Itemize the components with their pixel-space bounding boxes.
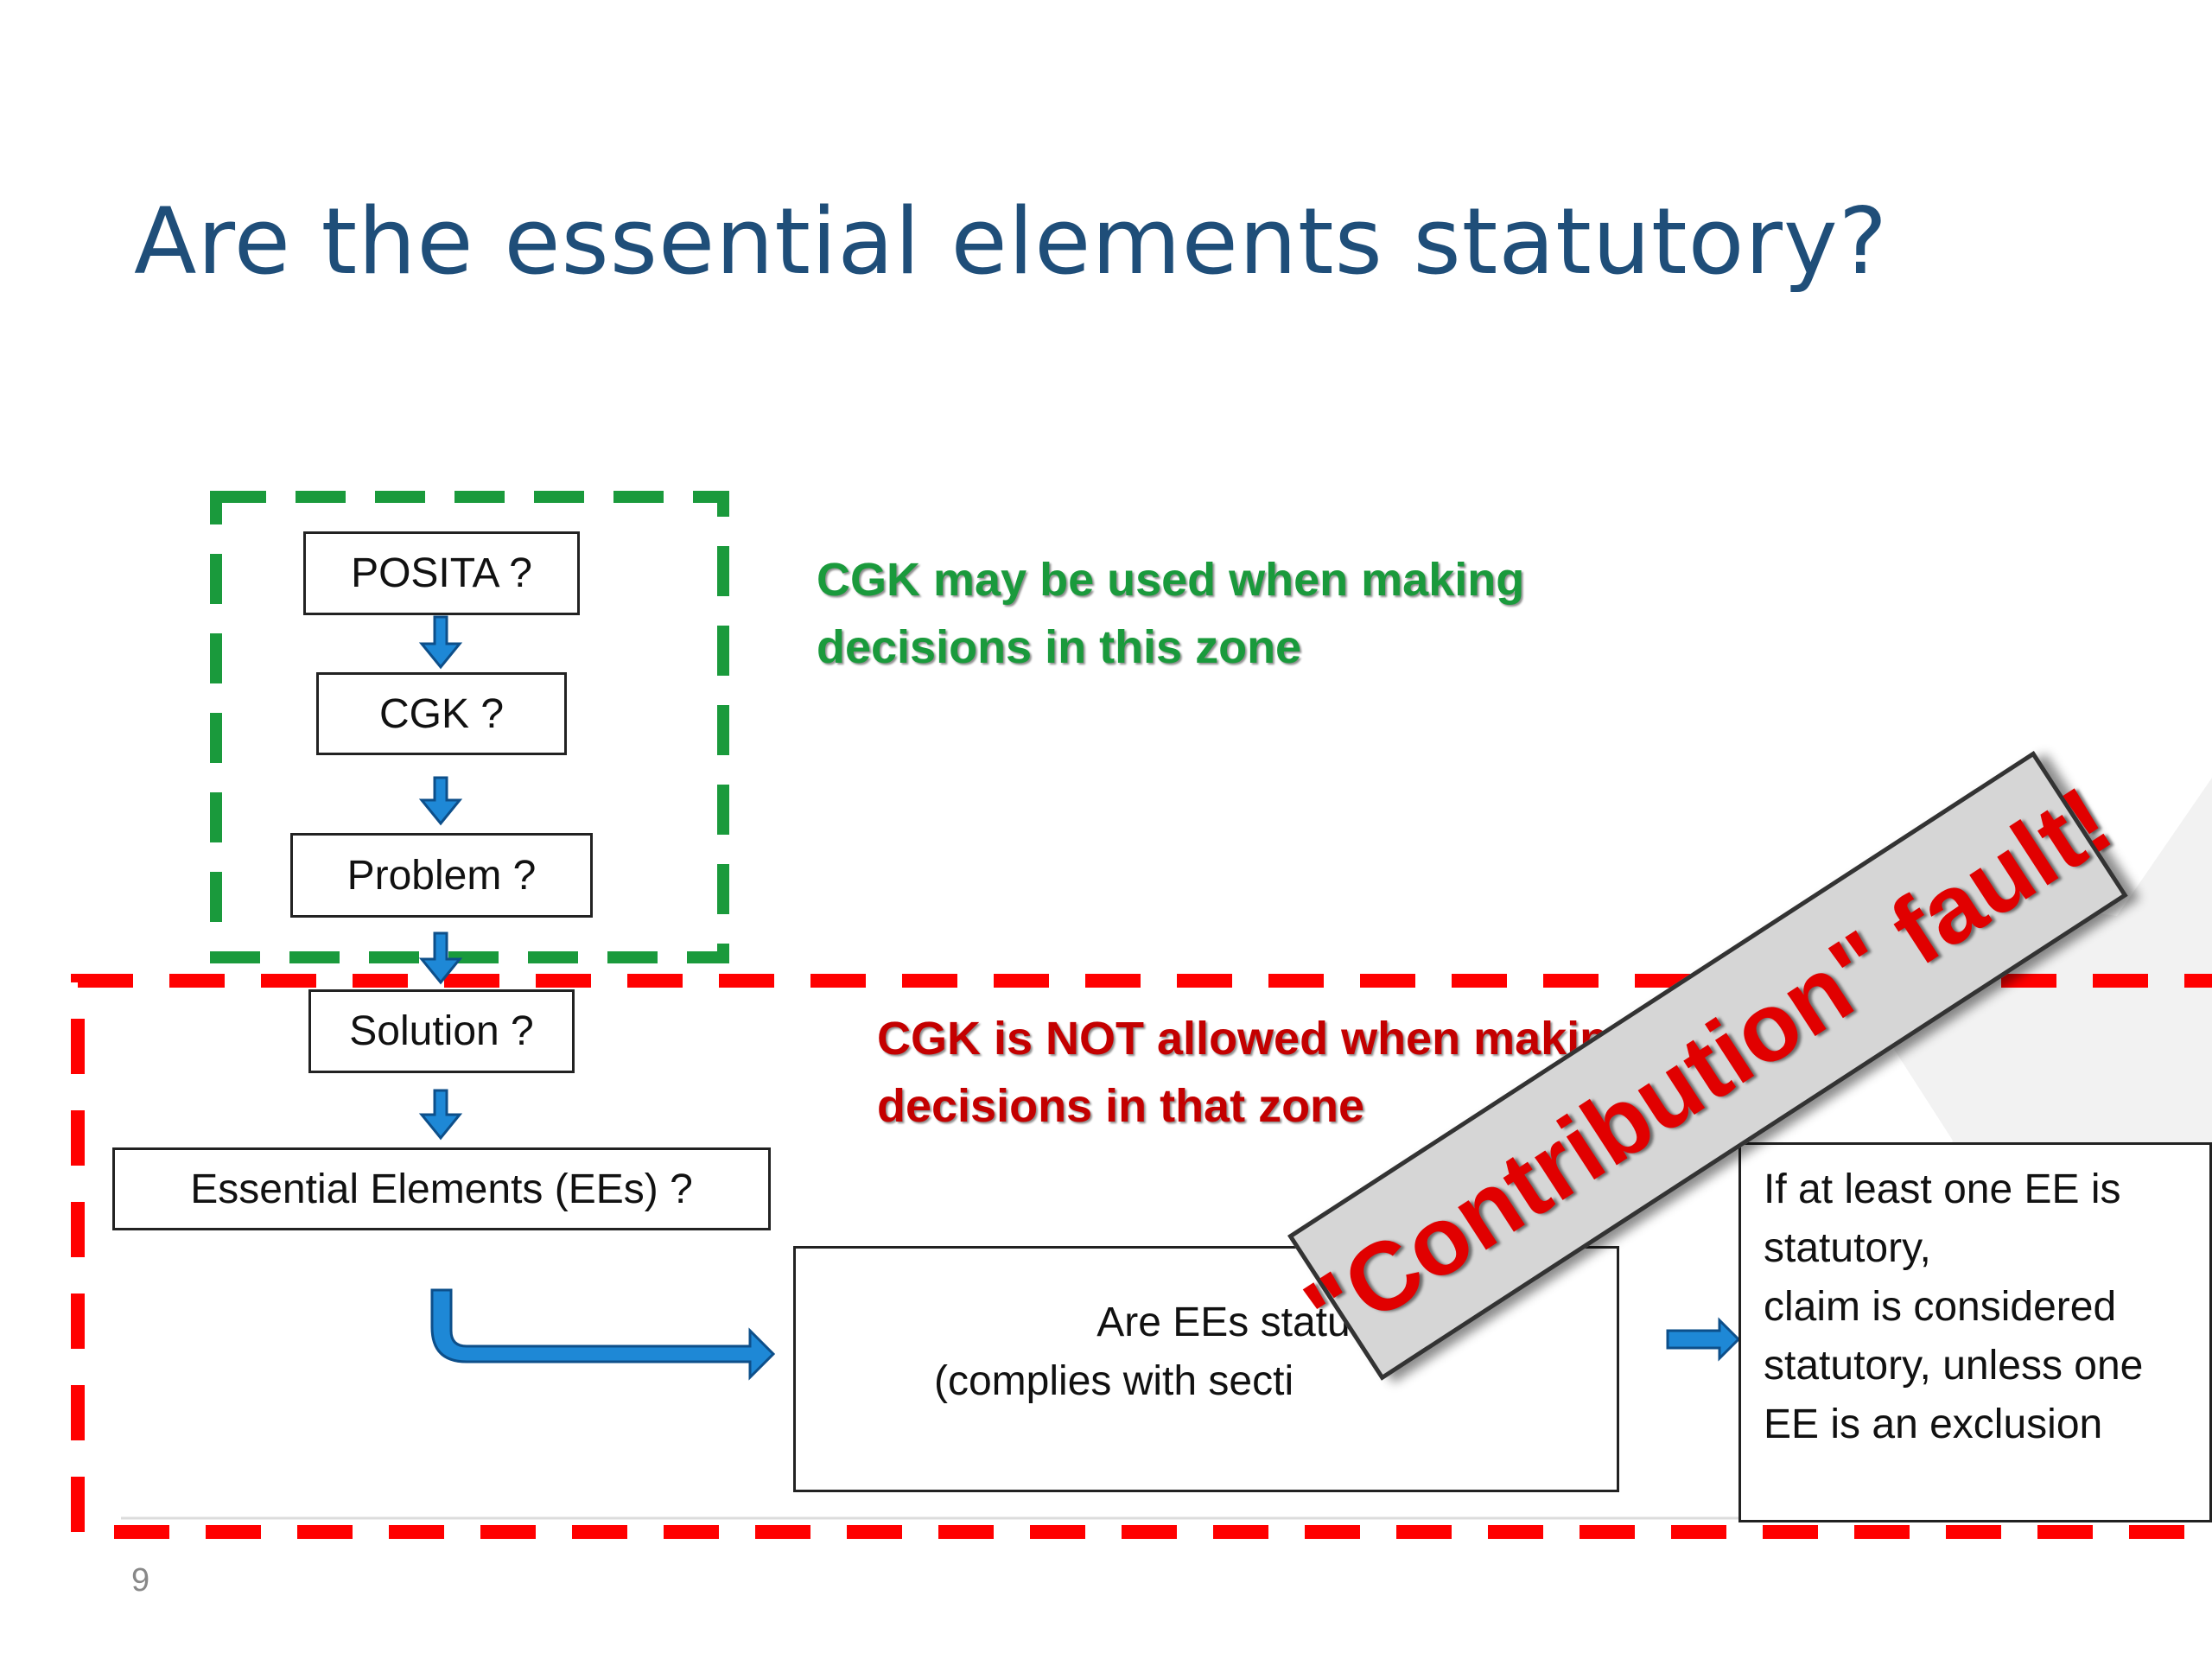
statutory-question-line2: (complies with secti <box>934 1358 1294 1404</box>
problem-box: Problem ? <box>290 833 593 918</box>
result-line3: claim is considered <box>1764 1284 2117 1330</box>
arrow-statutory-to-result <box>1666 1317 1741 1362</box>
page-number: 9 <box>131 1562 150 1599</box>
problem-label: Problem ? <box>346 852 537 899</box>
result-line1: If at least one EE is <box>1764 1166 2121 1212</box>
arrow-posita-to-cgk <box>418 615 463 670</box>
posita-box: POSITA ? <box>303 531 580 615</box>
cgk-not-allowed-note-line1: CGK is NOT allowed when making <box>877 1013 1637 1065</box>
posita-label: POSITA ? <box>351 550 532 596</box>
result-line2: statutory, <box>1764 1225 1931 1271</box>
cgk-not-allowed-zone-border <box>71 974 2212 1539</box>
cgk-label: CGK ? <box>378 690 505 737</box>
solution-box: Solution ? <box>308 989 575 1073</box>
cgk-allowed-note-line1: CGK may be used when making <box>817 554 1525 606</box>
page-title: Are the essential elements statutory? <box>134 188 1888 295</box>
cgk-not-allowed-note-line2: decisions in that zone <box>877 1080 1365 1132</box>
cgk-box: CGK ? <box>316 672 567 755</box>
solution-label: Solution ? <box>349 1008 534 1054</box>
result-box: If at least one EE is statutory, claim i… <box>1738 1142 2212 1522</box>
cgk-allowed-note: CGK may be used when making decisions in… <box>817 546 1524 681</box>
cgk-not-allowed-note: CGK is NOT allowed when making decisions… <box>877 1005 1637 1140</box>
cgk-allowed-note-line2: decisions in this zone <box>817 621 1302 673</box>
arrow-cgk-to-problem <box>418 776 463 826</box>
cgk-allowed-zone-border <box>210 491 729 963</box>
result-line4: statutory, unless one <box>1764 1343 2144 1389</box>
result-line5: EE is an exclusion <box>1764 1402 2103 1447</box>
essential-elements-box: Essential Elements (EEs) ? <box>112 1147 771 1230</box>
arrow-solution-to-essential-elements <box>418 1089 463 1141</box>
arrow-essential-elements-to-statutory <box>430 1288 776 1381</box>
arrow-problem-to-solution <box>418 931 463 985</box>
essential-elements-label: Essential Elements (EEs) ? <box>190 1166 693 1212</box>
